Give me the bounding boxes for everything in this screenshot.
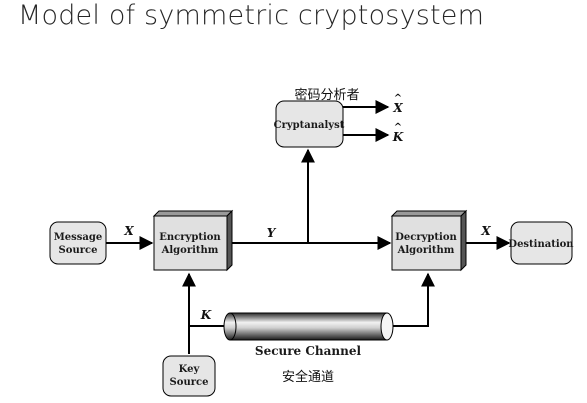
label-x-output: X [480,224,491,238]
secure-channel-label: Secure Channel [255,344,362,358]
arrow-channel-to-decryption [392,272,435,327]
message-source-line1: Message [54,232,103,243]
encryption-line1: Encryption [159,232,221,243]
decryption-node: Decryption Algorithm [390,209,468,272]
cryptanalyst-label: Cryptanalyst [274,120,345,131]
label-k: K [200,308,212,322]
label-x-hat: X [392,101,403,115]
label-x-input: X [123,224,134,238]
label-k-hat: K [392,130,404,144]
cryptanalyst-node: Cryptanalyst [274,100,345,148]
encryption-node: Encryption Algorithm [152,209,234,272]
slide-title: Model of symmetric cryptosystem [18,0,485,31]
key-source-node: Key Source [162,355,216,397]
label-y: Y [267,226,277,240]
key-source-line2: Source [170,377,209,388]
k-hat-accent: ^ [394,122,402,133]
x-hat-accent: ^ [394,93,402,104]
decryption-line2: Algorithm [397,245,455,256]
key-source-line1: Key [179,364,201,375]
message-source-node: Message Source [49,221,107,265]
cryptanalyst-cn-label: 密码分析者 [294,87,359,103]
secure-channel-pipe [223,312,394,341]
decryption-line1: Decryption [395,232,457,243]
secure-channel-cn-label: 安全通道 [282,369,334,385]
encryption-line2: Algorithm [161,245,219,256]
destination-label: Destination [508,239,574,250]
message-source-line2: Source [59,245,98,256]
connections [106,100,511,354]
destination-node: Destination [508,221,574,265]
